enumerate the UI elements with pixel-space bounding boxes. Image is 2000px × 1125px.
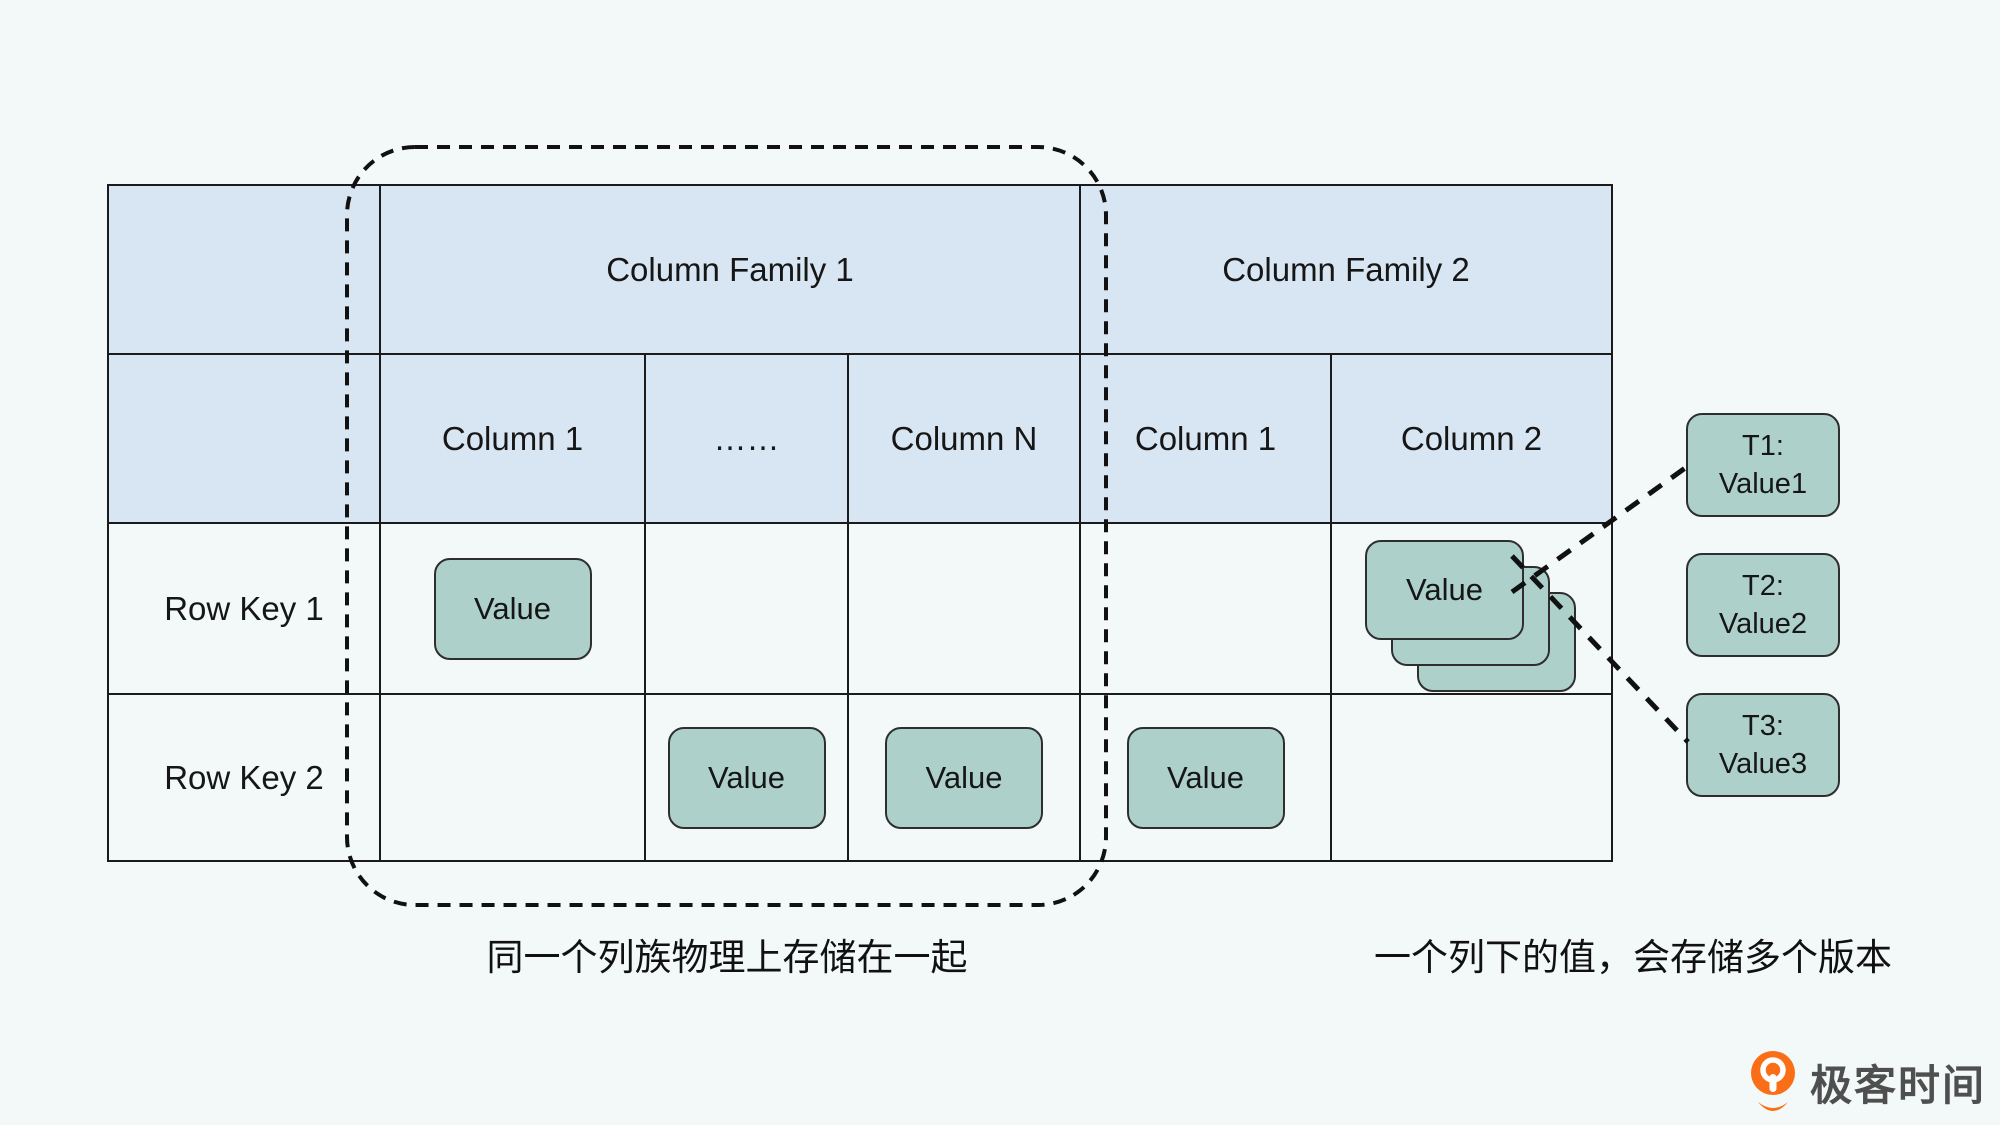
value-box-r2-cf1dots: Value [667,726,826,829]
cell-r1-cf1c1: Value [381,524,646,695]
value-box-r2-cf1cn: Value [885,726,1043,829]
cell-r1-cf1dots [646,524,849,695]
hbase-table: Column Family 1 Column Family 2 Column 1… [107,184,1613,862]
cf1-column-1-header: Column 1 [381,355,646,524]
row-key-2-label: Row Key 2 [109,695,381,862]
cf2-column-1-header: Column 1 [1081,355,1332,524]
t3-time-label: T3: [1742,710,1784,742]
cell-r2-cf1dots: Value [646,695,849,862]
caption-multi-version: 一个列下的值，会存储多个版本 [1374,937,1892,978]
cell-r2-cf1cn: Value [849,695,1081,862]
version-box-t1: T1: Value1 [1686,413,1840,517]
version-box-t2: T2: Value2 [1686,553,1840,657]
stacked-value-card-1: Value [1365,540,1524,640]
t2-time-label: T2: [1742,570,1784,602]
cf2-column-2-header: Column 2 [1332,355,1613,524]
version-box-t3: T3: Value3 [1686,693,1840,797]
cell-r2-cf1c1 [381,695,646,862]
value-box-r1-cf1c1: Value [433,557,592,660]
t2-value-label: Value2 [1718,608,1808,640]
geektime-logo-icon [1751,1051,1795,1111]
row-key-1-label: Row Key 1 [109,524,381,695]
geektime-logo: 极客时间 [1748,1050,1986,1114]
cell-r2-cf2c1: Value [1081,695,1332,862]
column-family-1-header: Column Family 1 [381,186,1081,355]
t1-time-label: T1: [1742,430,1784,462]
cell-r1-cf1cn [849,524,1081,695]
corner-cell-bottom [109,355,381,524]
cell-r2-cf2c2 [1332,695,1613,862]
geektime-logo-text: 极客时间 [1810,1061,1987,1109]
caption-column-family-storage: 同一个列族物理上存储在一起 [486,937,968,978]
cf1-column-n-header: Column N [849,355,1081,524]
cf1-ellipsis-header: …… [646,355,849,524]
t3-value-label: Value3 [1718,748,1808,780]
corner-cell-top [109,186,381,355]
value-box-r2-cf2c1: Value [1126,726,1285,829]
cell-r1-cf2c1 [1081,524,1332,695]
column-family-2-header: Column Family 2 [1081,186,1613,355]
t1-value-label: Value1 [1718,468,1808,500]
